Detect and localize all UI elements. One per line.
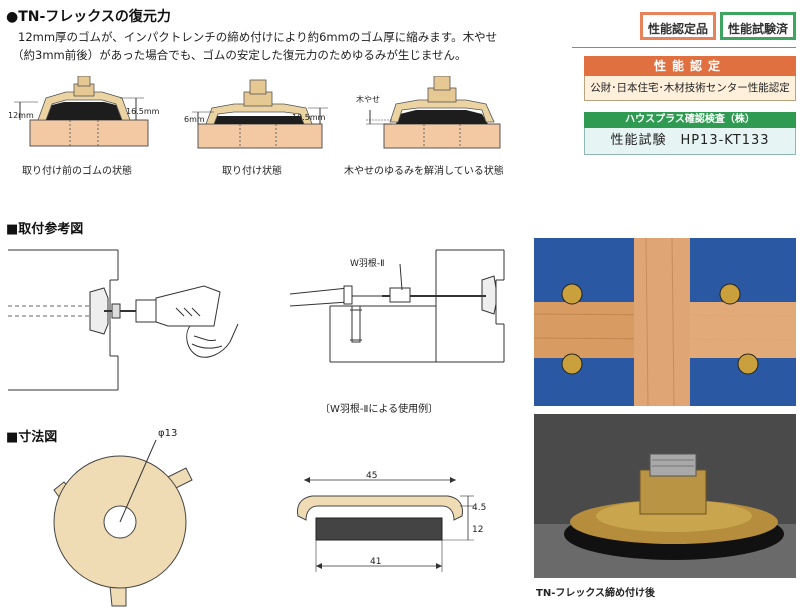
- performance-certification-box: 性能認定 公財･日本住宅･木材技術センター性能認定: [584, 56, 796, 101]
- label-width-45: 45: [366, 471, 377, 481]
- tested-product-badge: 性能試験済: [720, 12, 796, 40]
- caption-w-hane-ii-usage: 〔W羽根-Ⅱによる使用例〕: [320, 404, 439, 415]
- installation-drawing-left: [8, 249, 239, 391]
- installation-drawing-right: [290, 249, 505, 363]
- description-line-1: 12mm厚のゴムが、インパクトレンチの締め付けにより約6mmのゴム厚に縮みます。…: [18, 30, 498, 44]
- certified-product-badge: 性能認定品: [640, 12, 716, 40]
- certification-body: 公財･日本住宅･木材技術センター性能認定: [584, 76, 796, 101]
- performance-test-box: ハウスプラス確認検査（株） 性能試験 HP13-KT133: [584, 112, 796, 155]
- section-title-restoring-force: ●TN-フレックスの復元力: [6, 9, 171, 25]
- label-wood-shrink: 木やせ: [356, 94, 380, 104]
- certification-heading: 性能認定: [584, 56, 796, 76]
- test-body: 性能試験 HP13-KT133: [584, 128, 796, 155]
- label-width-41: 41: [370, 557, 381, 567]
- diagram-before-install: 12mm 16.5mm: [8, 76, 160, 147]
- photo-installed-product: [534, 414, 796, 578]
- label-hole-diameter: φ13: [158, 428, 177, 439]
- section-title-dimensions: ■寸法図: [6, 430, 58, 445]
- badge-divider: [572, 47, 796, 48]
- label-6mm: 6mm: [184, 115, 205, 124]
- caption-installed: 取り付け状態: [222, 166, 282, 177]
- label-16-5mm: 16.5mm: [126, 107, 160, 116]
- diagram-installed: 6mm 10.5mm: [184, 79, 328, 149]
- caption-wood-shrink: 木やせのゆるみを解消している状態: [344, 166, 504, 177]
- label-12mm: 12mm: [8, 111, 34, 120]
- photo-timber-joint: [534, 238, 796, 406]
- label-10-5mm: 10.5mm: [292, 113, 326, 122]
- dimension-drawing-section: 45 4.5 12 41: [297, 471, 486, 572]
- description-line-2: （約3mm前後）があった場合でも、ゴムの安定した復元力のためゆるみが生じません。: [12, 48, 467, 62]
- section-title-installation: ■取付参考図: [6, 222, 84, 237]
- label-height-4-5: 4.5: [472, 503, 486, 513]
- caption-before-install: 取り付け前のゴムの状態: [22, 166, 132, 177]
- diagram-wood-shrink: 木やせ: [356, 76, 501, 149]
- caption-photo-installed: TN-フレックス締め付け後: [536, 588, 656, 599]
- label-w-hane-ii: W羽根-Ⅱ: [350, 259, 385, 269]
- dimension-drawing-plan: φ13: [53, 428, 193, 607]
- test-heading: ハウスプラス確認検査（株）: [584, 112, 796, 128]
- label-height-12: 12: [472, 525, 483, 535]
